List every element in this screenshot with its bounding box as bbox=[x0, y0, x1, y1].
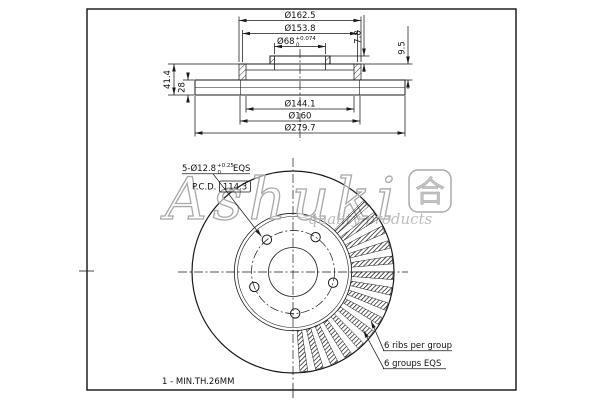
pcd-value-box bbox=[219, 180, 251, 193]
bolt-hole bbox=[249, 281, 260, 293]
rib-group-wedge bbox=[330, 313, 364, 349]
tolerance-lower: 0 bbox=[218, 170, 222, 176]
bolt-suffix: EQS bbox=[233, 164, 250, 174]
rib-group-wedge bbox=[342, 298, 383, 325]
extension-lines bbox=[238, 16, 362, 62]
extension-lines bbox=[361, 63, 413, 81]
drawing-frame bbox=[86, 8, 517, 391]
rib-group-wedge bbox=[333, 200, 369, 234]
dimension-text: Ø279.7 bbox=[284, 123, 315, 134]
bolt-hole bbox=[327, 277, 339, 288]
extension-lines bbox=[242, 30, 358, 62]
rib-note-ribs: 6 ribs per group bbox=[384, 341, 452, 351]
watermark-brand: Ashuki bbox=[160, 165, 401, 233]
dimension-text: Ø162.5 bbox=[284, 10, 315, 21]
dim-step-face: 9.5 bbox=[361, 26, 413, 89]
dimension-text: Ø153.8 bbox=[284, 23, 315, 34]
pcd-value: 114.3 bbox=[223, 183, 247, 193]
rib-group-wedge bbox=[349, 280, 393, 296]
dim-vent-inner: Ø144.1 bbox=[245, 96, 355, 113]
bolt-nominal: 5-Ø12.8 bbox=[182, 163, 216, 174]
section-view bbox=[194, 49, 406, 141]
tolerance-upper: +0.25 bbox=[217, 163, 234, 169]
hub-pilot-hatch-left bbox=[270, 56, 275, 64]
dimension-text: 7.8 bbox=[354, 30, 364, 44]
rib-sector bbox=[296, 200, 394, 373]
hub-pilot-hatch-right bbox=[325, 56, 330, 64]
watermark-logo-glyph: 合 bbox=[415, 175, 445, 210]
watermark: Ashuki 合 quality products bbox=[159, 164, 452, 234]
rib-group-wedge bbox=[296, 329, 309, 373]
dimension-text: 28 bbox=[178, 82, 188, 93]
dim-thickness: 28 bbox=[178, 72, 194, 103]
bore-nominal: Ø68 bbox=[277, 36, 295, 47]
hat-wall-hidden-edges bbox=[240, 80, 360, 95]
rib-group-wedge bbox=[348, 240, 391, 259]
rib-note-groups: 6 groups EQS bbox=[384, 359, 441, 369]
tolerance-lower: 0 bbox=[296, 43, 300, 49]
dim-outer-diameter: Ø279.7 bbox=[194, 96, 406, 137]
dimension-text: Ø160 bbox=[289, 111, 312, 122]
dimension-text: 9.5 bbox=[398, 41, 408, 55]
rib-group-wedge bbox=[351, 271, 394, 280]
watermark-logo-box bbox=[408, 169, 452, 213]
rib-group-wedge bbox=[350, 255, 393, 268]
dim-hat-face: Ø153.8 bbox=[242, 23, 358, 62]
bore-wall-edges bbox=[274, 56, 326, 70]
hat-wall-left-section bbox=[238, 63, 247, 81]
dim-step-top: 7.8 bbox=[330, 15, 370, 72]
tolerance-upper: +0.074 bbox=[296, 36, 317, 42]
rib-group-wedge bbox=[306, 327, 324, 370]
bolt-label-leader bbox=[212, 173, 262, 237]
rib-group-wedge bbox=[346, 289, 389, 311]
rib-group-wedge bbox=[314, 324, 339, 365]
dimension-text: 41.4 bbox=[163, 70, 173, 89]
min-thickness-note: 1 - MIN.TH.26MM bbox=[162, 377, 234, 387]
rib-group-wedge bbox=[344, 225, 386, 250]
bolt-hole bbox=[290, 308, 301, 319]
pcd-label: P.C.D. bbox=[192, 183, 216, 193]
dim-hat-base: Ø160 bbox=[239, 96, 361, 125]
hat-wall-right-section bbox=[353, 63, 362, 81]
rib-note-ribs-leader bbox=[370, 320, 385, 351]
bolt-holes bbox=[249, 232, 339, 319]
rib-group-wedge bbox=[337, 306, 375, 338]
extension-lines bbox=[194, 96, 406, 137]
rib-group-wedge bbox=[339, 212, 379, 242]
dimension-text: Ø144.1 bbox=[284, 99, 315, 110]
rib-group-wedge bbox=[323, 319, 352, 358]
rib-note-groups-leader bbox=[363, 330, 385, 369]
bolt-hole bbox=[310, 232, 321, 243]
bolt-hole bbox=[261, 234, 273, 245]
dim-hat-outer: Ø162.5 bbox=[238, 10, 362, 62]
